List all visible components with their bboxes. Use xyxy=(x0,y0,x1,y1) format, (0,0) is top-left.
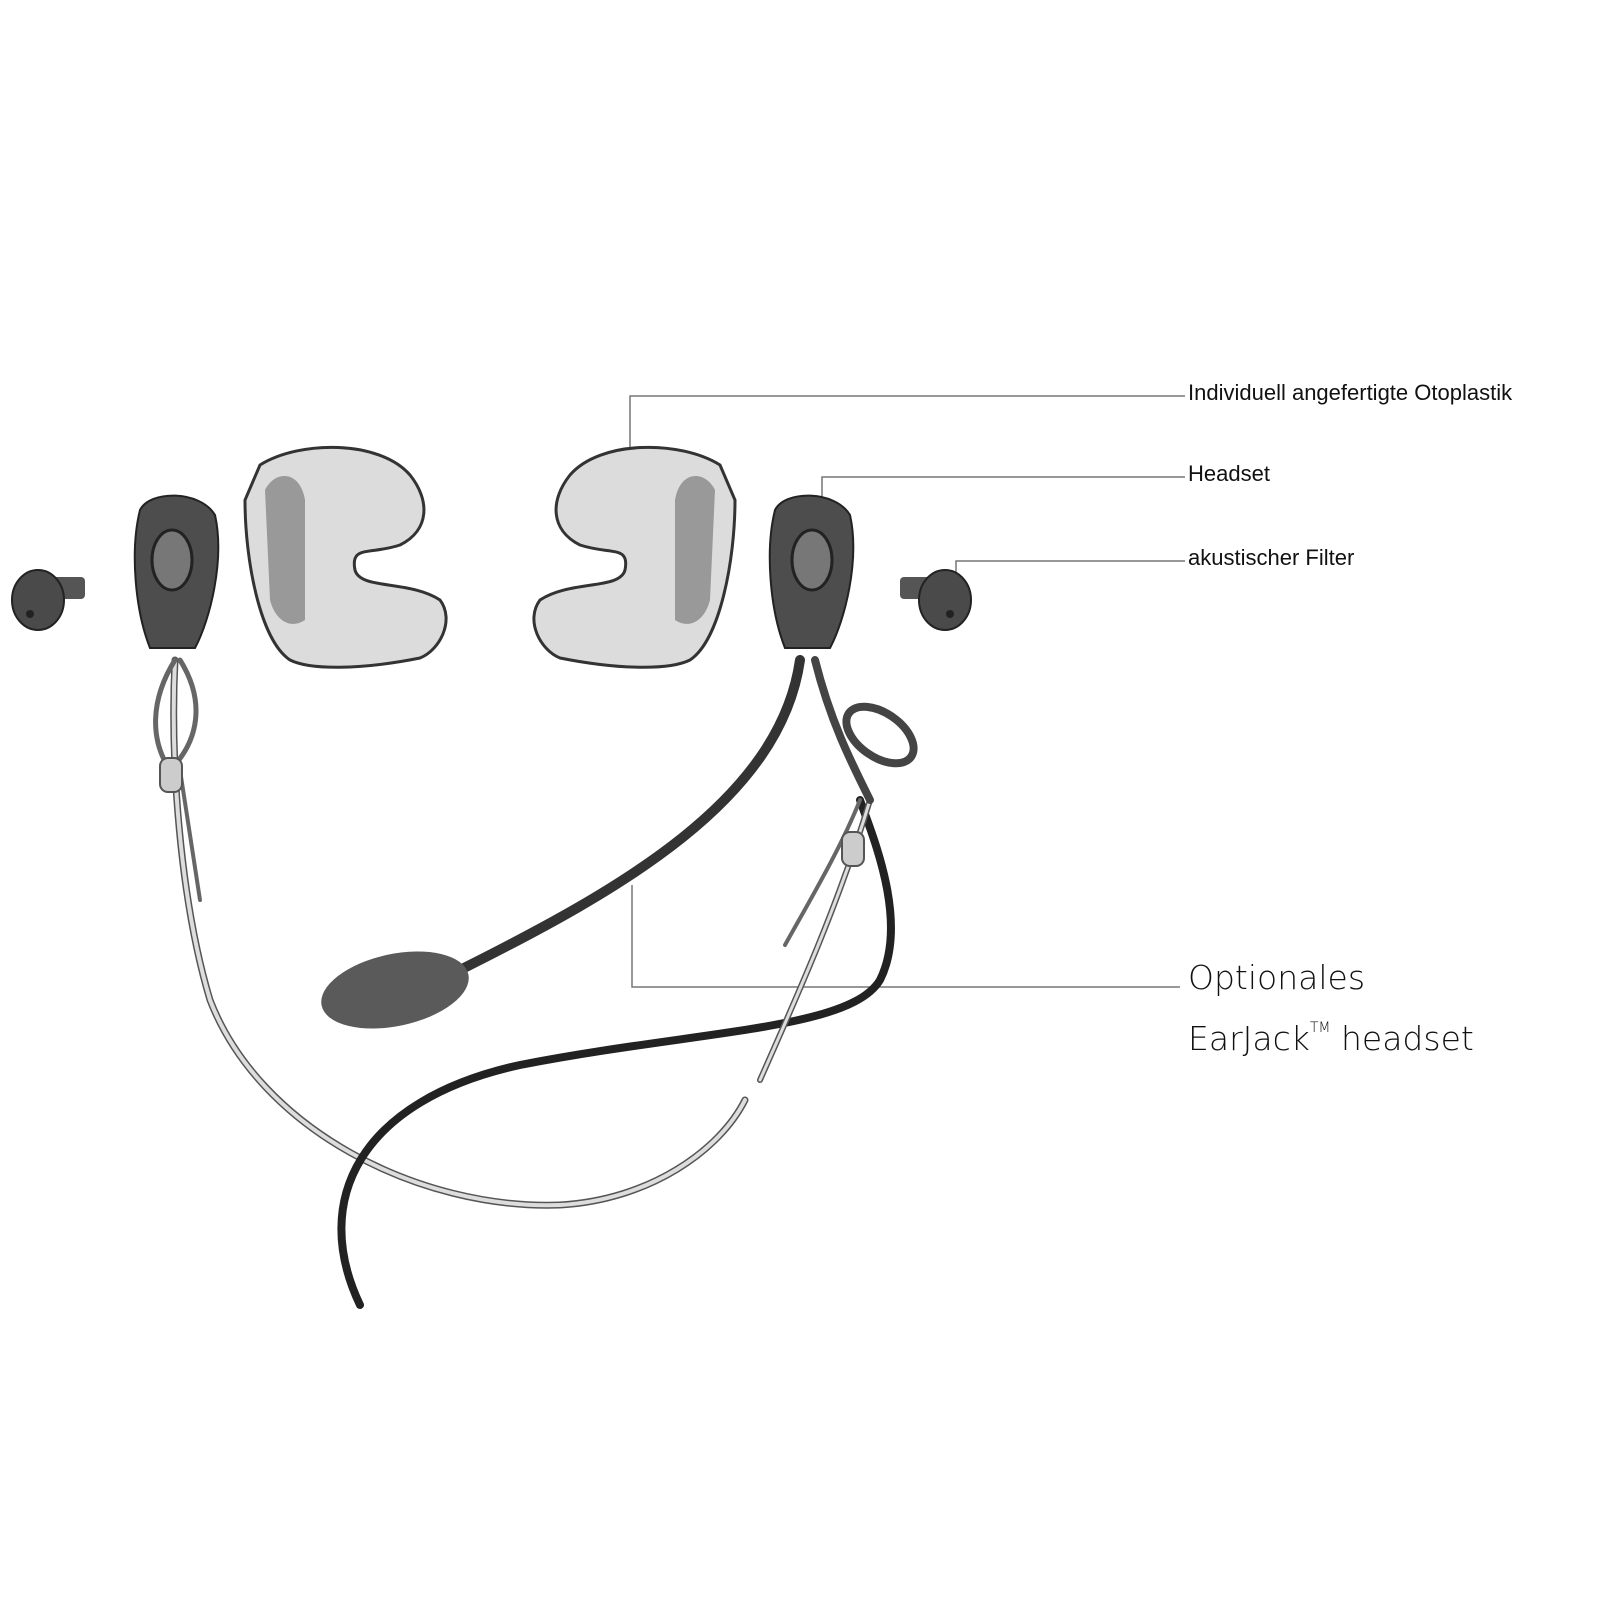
headset-word: headset xyxy=(1330,1019,1474,1058)
leader-headset xyxy=(821,476,1185,520)
clip xyxy=(842,702,918,768)
boom-mic-arm xyxy=(455,655,805,975)
right-slider xyxy=(841,831,865,867)
cables xyxy=(153,655,895,1309)
right-filter xyxy=(900,569,972,631)
leader-optional xyxy=(631,885,1180,988)
microphone xyxy=(321,951,469,1029)
brand: EarJack xyxy=(1188,1019,1310,1058)
label-optional-line2: EarJackTM headset xyxy=(1188,1003,1474,1064)
label-optional-line1: Optionales xyxy=(1188,958,1366,997)
leader-filter xyxy=(955,560,1185,585)
left-filter xyxy=(11,569,85,631)
main-cable xyxy=(337,796,895,1309)
label-filter: akustischer Filter xyxy=(1188,545,1355,570)
trademark: TM xyxy=(1309,1020,1331,1036)
left-cable xyxy=(170,656,749,1209)
left-slider xyxy=(159,757,183,793)
label-optional-headset: Optionales EarJackTM headset xyxy=(1188,953,1474,1064)
label-headset: Headset xyxy=(1188,461,1270,486)
label-otoplastik: Individuell angefertigte Otoplastik xyxy=(1188,380,1513,405)
